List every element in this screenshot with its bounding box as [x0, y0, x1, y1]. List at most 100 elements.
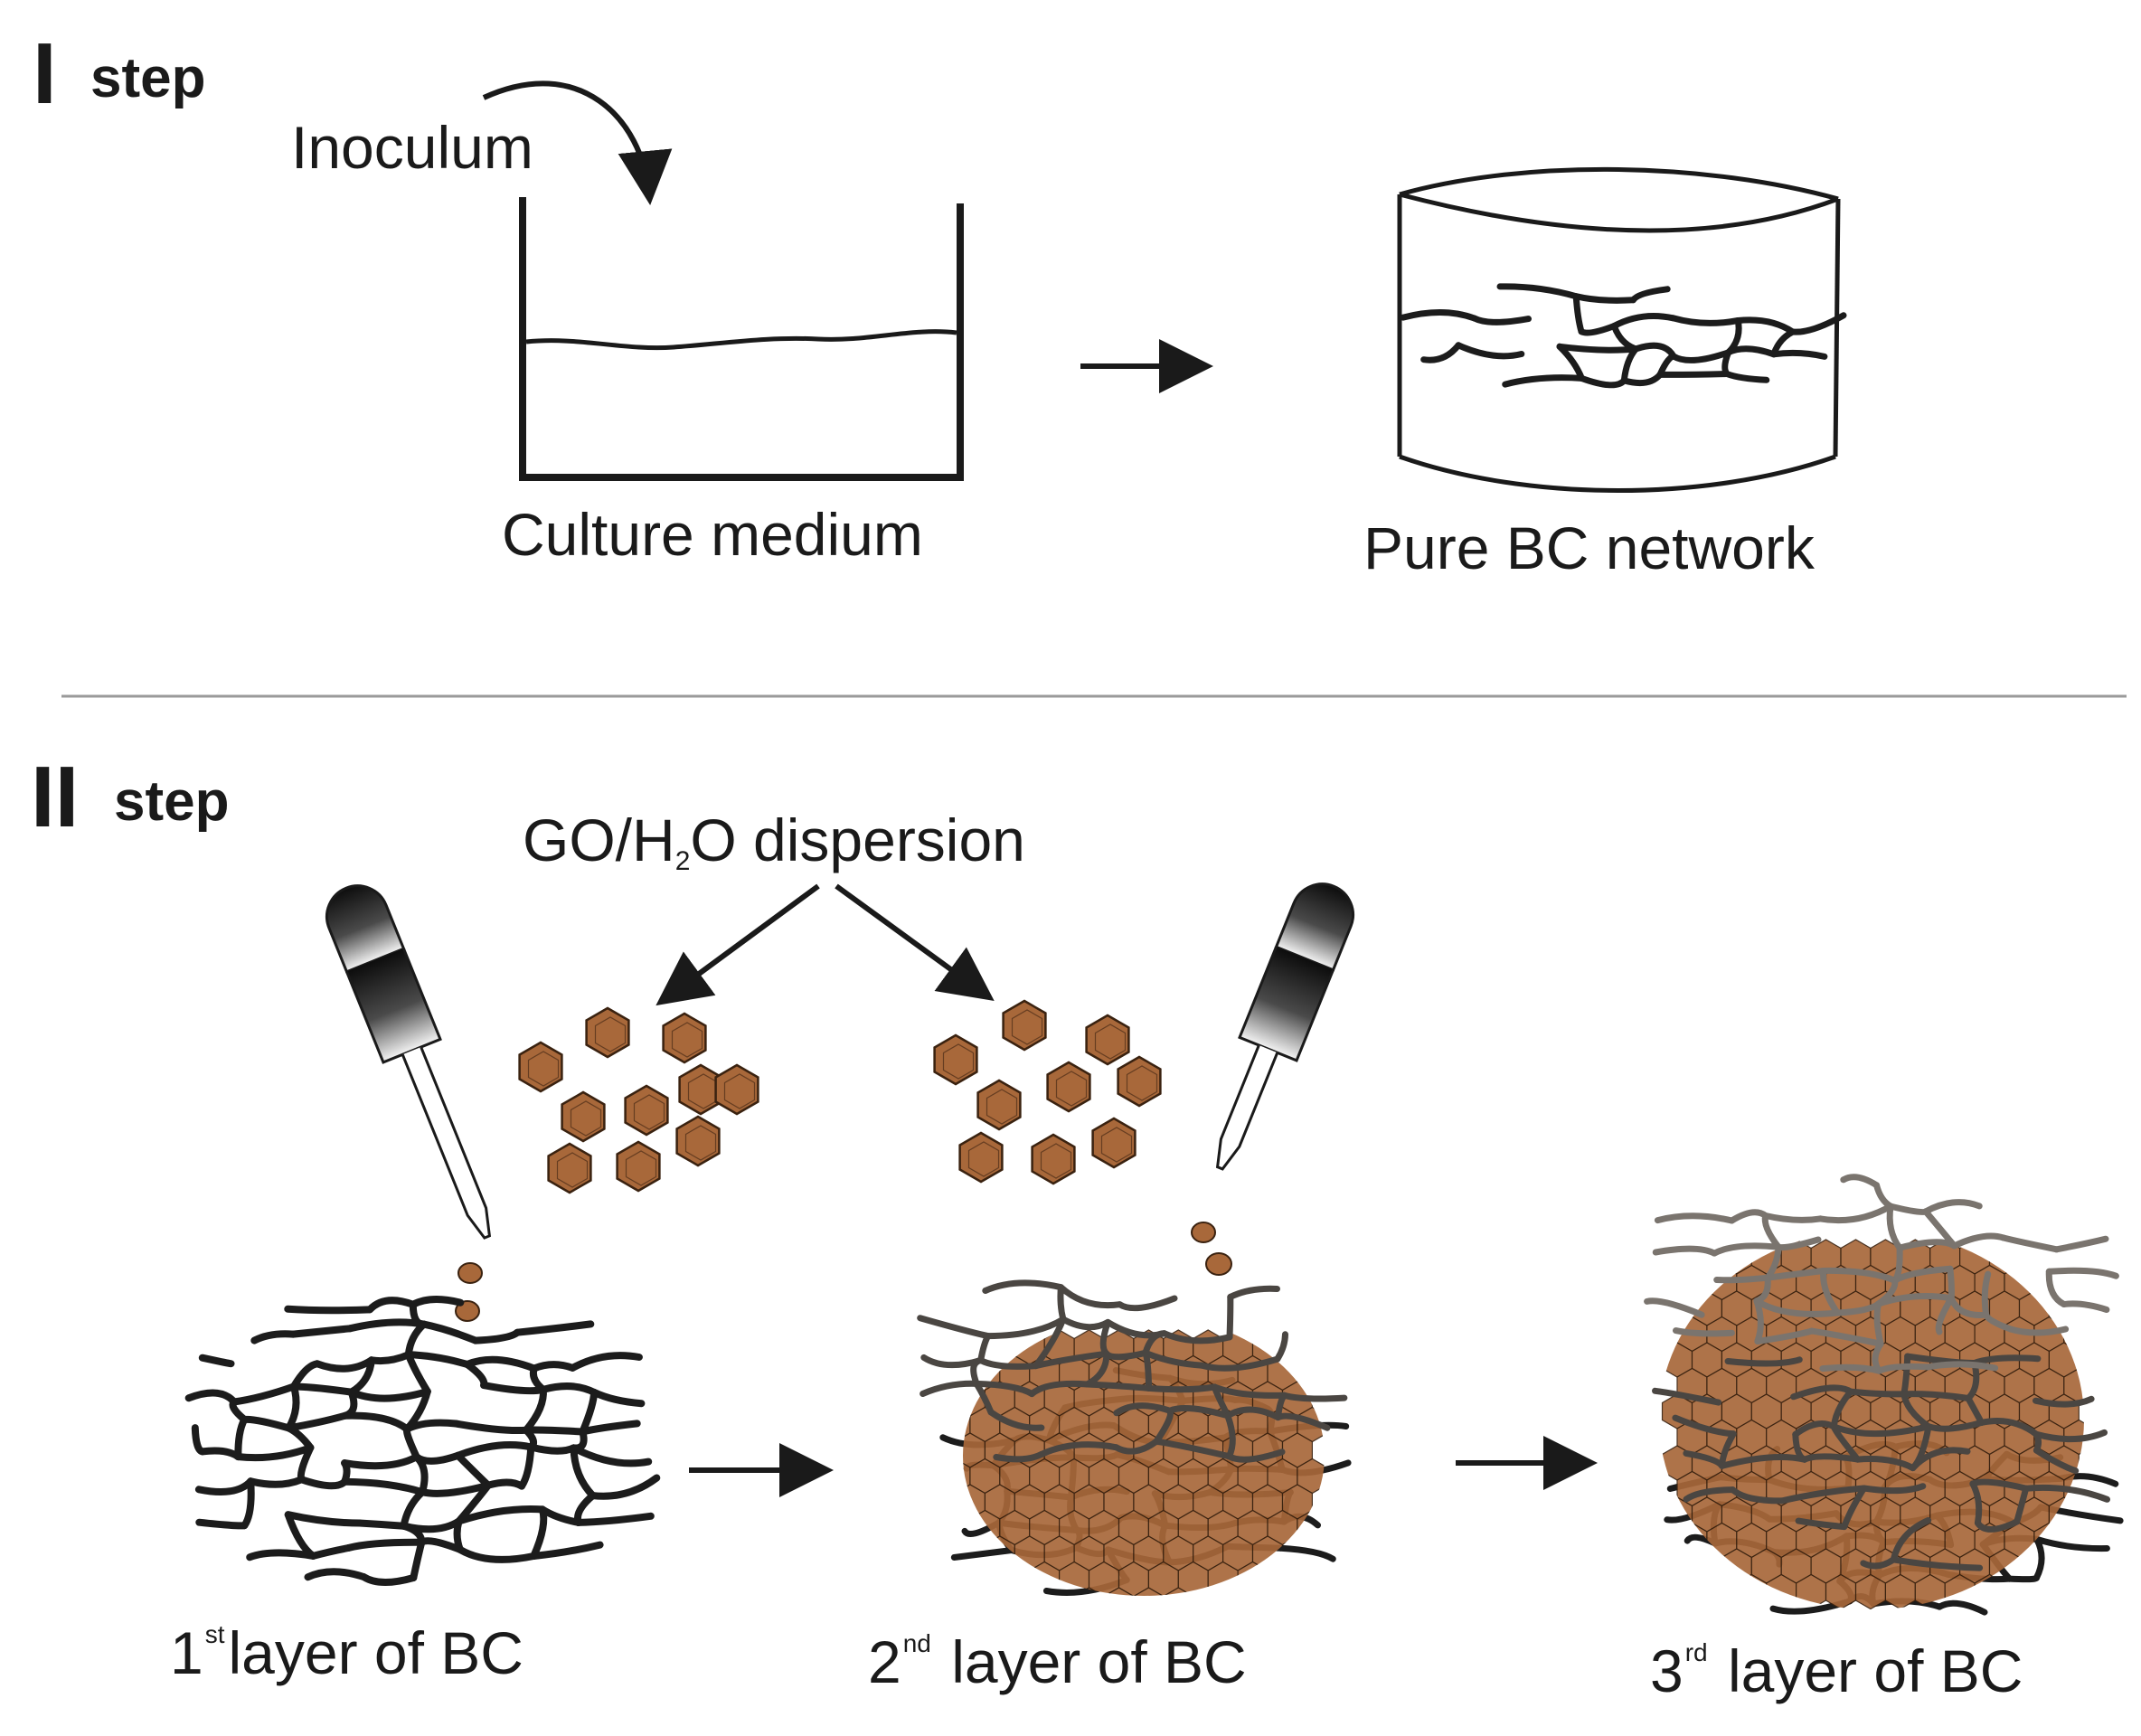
go-hex-cell	[1706, 1573, 1738, 1609]
pure-bc-network-fibers	[1400, 283, 1847, 389]
go-flake-edge	[1100, 1127, 1133, 1163]
layer2-caption: 2nd layer of BC	[868, 1629, 1247, 1693]
fiber	[1471, 315, 1532, 326]
fiber	[1721, 349, 1732, 377]
go-flake-icon	[518, 1041, 563, 1093]
fiber	[184, 1389, 238, 1406]
fiber	[241, 1415, 293, 1432]
fiber	[1900, 1353, 1911, 1398]
step1-numeral: I	[33, 25, 57, 122]
fiber	[1142, 1349, 1205, 1369]
go-flake-edge	[594, 1016, 627, 1052]
go-flake-edge	[633, 1094, 665, 1130]
go-flake-icon	[1091, 1117, 1137, 1169]
fiber	[1890, 1517, 1932, 1563]
pure-bc-label: Pure BC network	[1363, 514, 1815, 581]
fiber	[950, 1547, 1015, 1561]
fiber	[412, 1453, 429, 1496]
fiber	[2033, 1535, 2110, 1552]
dispersion-text-post: O dispersion	[690, 807, 1025, 873]
fiber	[1875, 1363, 1931, 1374]
fiber	[1652, 1245, 1718, 1257]
fiber	[1610, 312, 1676, 329]
layer1-caption: 1stlayer of BC	[170, 1619, 523, 1686]
fiber	[1103, 1349, 1149, 1361]
fiber	[198, 1354, 235, 1368]
dispersion-arrow-left	[656, 883, 820, 1006]
layer2-ordinal: nd	[902, 1629, 931, 1657]
fiber	[1830, 1423, 1862, 1463]
fiber	[1900, 1391, 1972, 1401]
fiber	[539, 1382, 599, 1396]
fiber	[590, 1388, 646, 1408]
fiber	[1840, 1174, 1880, 1189]
fiber	[404, 1351, 431, 1395]
fiber	[1820, 1267, 1899, 1284]
fiber	[1656, 371, 1731, 378]
fiber	[1764, 1268, 1827, 1281]
fiber	[344, 1538, 426, 1552]
fiber	[538, 1505, 582, 1526]
culture-medium-label: Culture medium	[502, 501, 923, 568]
go-hex-cell	[1297, 1354, 1325, 1392]
go-hex-cell	[1661, 1548, 1693, 1584]
fiber	[455, 1505, 546, 1525]
fiber	[2033, 1447, 2080, 1475]
fiber	[347, 1388, 431, 1402]
fiber	[1226, 1293, 1234, 1341]
fiber	[1028, 1380, 1090, 1398]
fiber	[1830, 1423, 1932, 1438]
go-hex-cell	[1691, 1239, 1722, 1275]
go-flake-icon	[624, 1084, 669, 1137]
fiber	[1146, 1383, 1218, 1393]
fiber	[1620, 371, 1664, 387]
fiber	[1971, 1354, 2042, 1366]
fiber	[2007, 1326, 2070, 1336]
fiber	[579, 1420, 641, 1436]
go-flake-icon	[616, 1140, 661, 1193]
fiber	[1969, 1480, 1983, 1526]
fiber	[1808, 1327, 1884, 1347]
go-flakes-right	[933, 999, 1162, 1185]
fiber	[1033, 1316, 1067, 1370]
fiber	[230, 1382, 297, 1406]
fiber	[1572, 293, 1636, 304]
fiber	[284, 1305, 373, 1315]
fiber	[1654, 1212, 1735, 1224]
fiber	[2045, 1268, 2068, 1307]
layer3-caption: 3rd layer of BC	[1650, 1640, 2023, 1702]
fiber	[2033, 1395, 2095, 1408]
fiber	[1113, 1438, 1160, 1455]
fiber	[1225, 1448, 1286, 1463]
go-hex-cell	[1014, 1587, 1045, 1596]
go-flake-icon	[547, 1142, 592, 1194]
fiber	[530, 1505, 548, 1560]
fiber	[1873, 1300, 1884, 1347]
fiber	[518, 1443, 535, 1490]
fiber	[463, 1361, 488, 1390]
fiber	[1754, 1327, 1816, 1344]
go-hex-cell	[2063, 1573, 2084, 1609]
fiber	[1038, 1441, 1120, 1458]
fiber	[1669, 315, 1741, 326]
fiber	[1890, 1556, 1984, 1571]
fiber	[285, 1382, 300, 1432]
fiber	[234, 1416, 249, 1461]
go-hex-cell	[2063, 1316, 2084, 1353]
fiber	[341, 1411, 411, 1433]
fiber	[1116, 1295, 1178, 1312]
fiber	[2061, 1300, 2110, 1313]
go-flake-edge	[625, 1150, 657, 1186]
fiber	[313, 1356, 375, 1373]
layer1-number: 1	[170, 1619, 203, 1686]
fiber	[471, 1328, 522, 1344]
fiber	[530, 1541, 604, 1560]
go-flake-edge	[1040, 1143, 1072, 1179]
fiber	[1629, 286, 1671, 304]
fiber	[360, 1573, 418, 1586]
go-flake-edge	[527, 1051, 560, 1087]
fiber	[341, 1453, 420, 1470]
fiber	[1275, 1412, 1331, 1431]
